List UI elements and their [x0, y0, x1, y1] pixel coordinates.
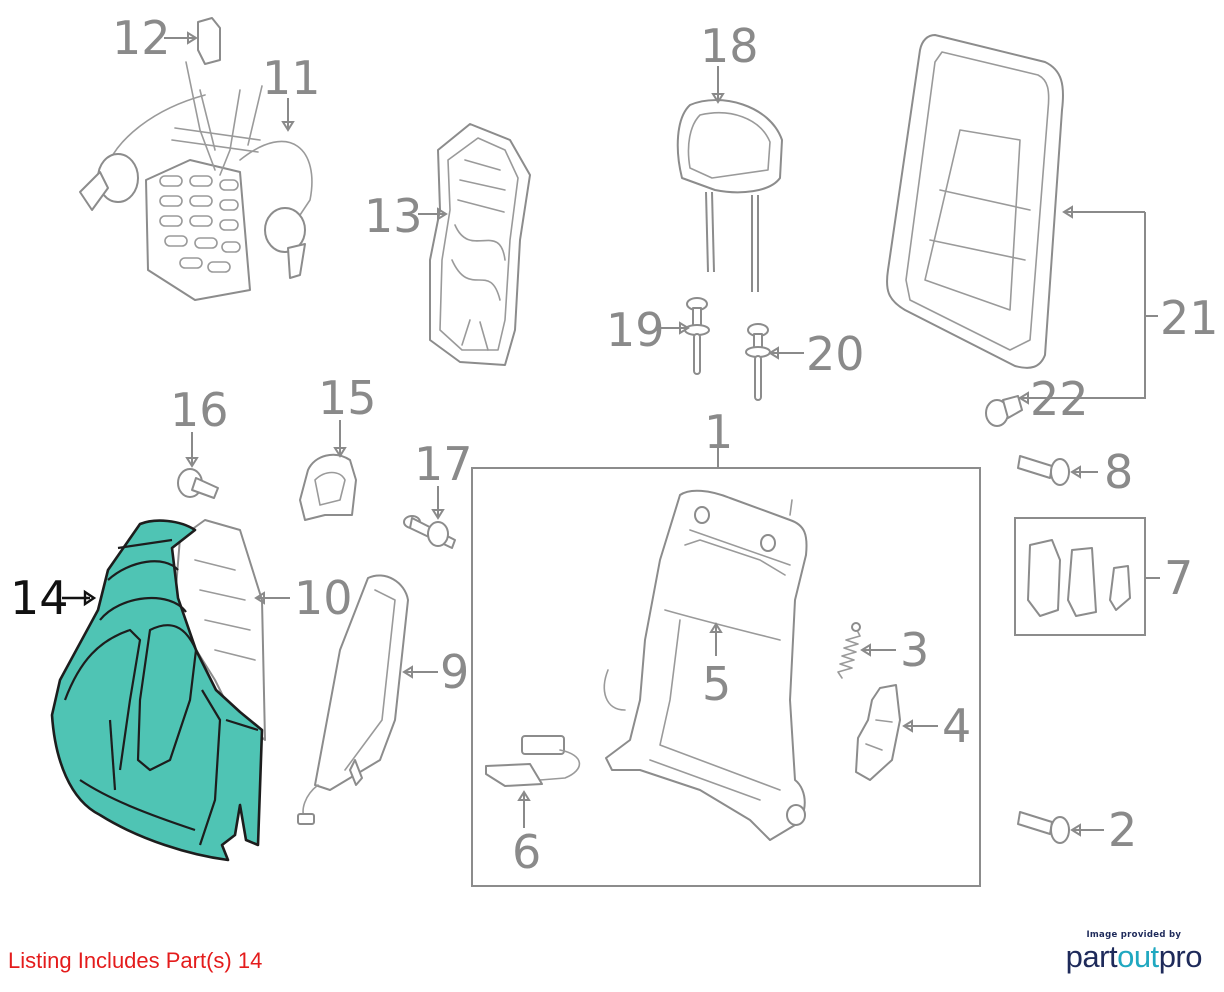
part-7-switches	[1027, 539, 1131, 617]
part-17-pin	[403, 515, 456, 549]
leader-lines	[62, 31, 1160, 837]
credit-caption: Image provided by	[1086, 930, 1182, 940]
image-credit: Image provided by partoutpro	[1065, 930, 1203, 974]
part-9-side-trim	[297, 574, 409, 825]
logo-out: out	[1117, 939, 1159, 974]
callout-8: 8	[1104, 445, 1133, 499]
part-18-headrest	[676, 99, 783, 292]
callout-2: 2	[1108, 803, 1137, 857]
callout-6: 6	[512, 825, 541, 879]
callout-11: 11	[262, 51, 321, 105]
part-11-lumbar-heater	[79, 17, 313, 301]
part-14-cushion-highlighted	[50, 519, 264, 862]
partoutpro-logo: partoutpro	[1065, 939, 1203, 974]
part-21-back-panel	[886, 34, 1064, 369]
part-3-spring	[837, 622, 861, 679]
callout-14: 14	[10, 571, 69, 625]
part-1-group-box	[471, 467, 981, 887]
part-13-backrest-pad	[429, 123, 531, 366]
callout-18: 18	[700, 19, 759, 73]
part-2-bolt	[1017, 811, 1070, 844]
callout-10: 10	[294, 571, 353, 625]
part-15-bracket	[299, 453, 357, 521]
callout-16: 16	[170, 383, 229, 437]
callout-22: 22	[1030, 372, 1089, 426]
callout-9: 9	[440, 645, 469, 699]
callout-labels: 12 11 13 18 19 20 21 22 16 15 17 1 8 7 1…	[10, 11, 1219, 879]
callout-19: 19	[606, 303, 665, 357]
callout-3: 3	[900, 623, 929, 677]
part-16-bolt	[177, 468, 219, 499]
callout-4: 4	[942, 699, 971, 753]
callout-12: 12	[112, 11, 171, 65]
part-20-guide	[745, 323, 771, 401]
logo-pro: pro	[1158, 939, 1203, 974]
callout-7: 7	[1164, 551, 1193, 605]
callout-21: 21	[1160, 291, 1219, 345]
logo-part: part	[1065, 939, 1118, 974]
callout-13: 13	[364, 189, 423, 243]
part-22-clip	[985, 395, 1023, 427]
part-4-latch	[855, 684, 901, 781]
part-7-group-box	[1014, 517, 1146, 636]
part-5-frame	[603, 489, 808, 841]
part-6-harness	[485, 735, 581, 787]
callout-15: 15	[318, 371, 377, 425]
part-8-bolt	[1017, 455, 1070, 486]
callout-5: 5	[702, 657, 731, 711]
callout-1: 1	[704, 405, 733, 459]
callout-20: 20	[806, 327, 865, 381]
listing-includes-text: Listing Includes Part(s) 14	[8, 948, 263, 973]
part-19-guide	[684, 297, 710, 375]
callout-17: 17	[414, 437, 473, 491]
